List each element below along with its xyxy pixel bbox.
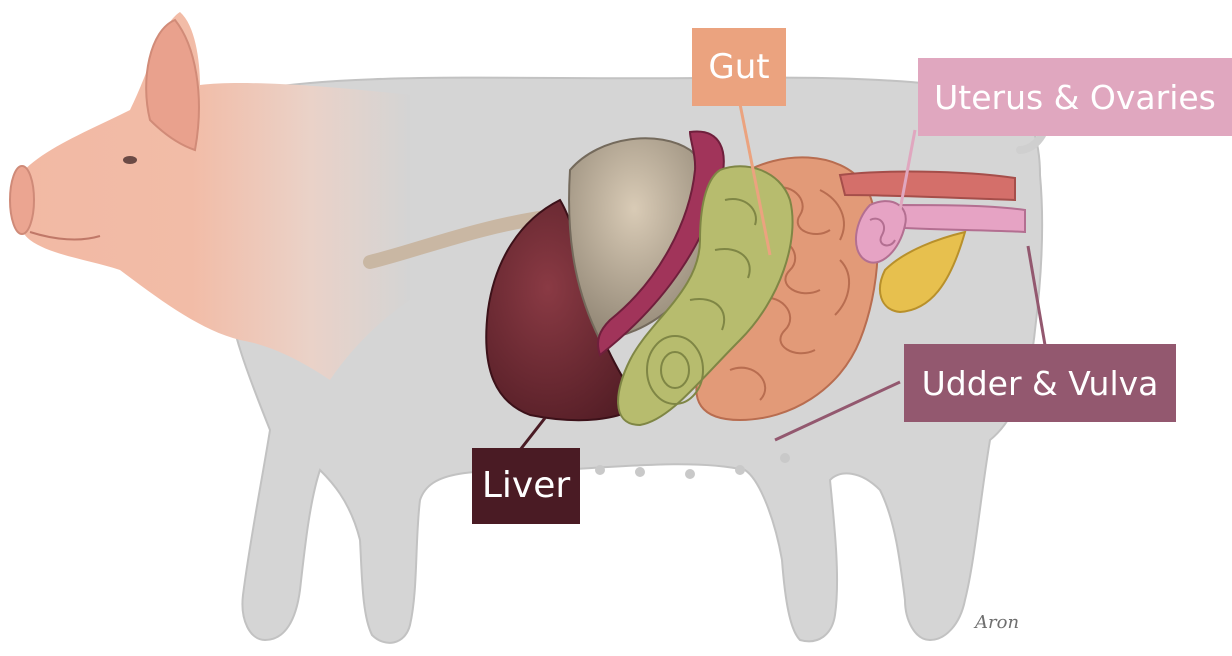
uterus [900,205,1025,232]
artist-signature: Aron [975,612,1019,633]
pig-head-skin [13,12,410,380]
udder-vulva-label: Udder & Vulva [904,344,1176,422]
pig-snout [10,166,34,234]
uterus-ovaries-label: Uterus & Ovaries [918,58,1232,136]
liver-label: Liver [472,448,580,524]
rectum [840,172,1015,200]
gut-label: Gut [692,28,786,106]
pig-eye [123,156,137,164]
